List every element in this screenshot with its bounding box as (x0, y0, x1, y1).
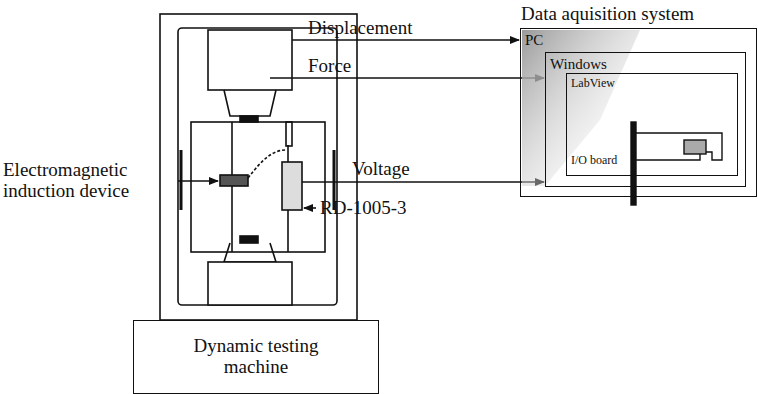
signal-label: Voltage (352, 159, 410, 180)
part-label: RD-1005-3 (320, 198, 407, 219)
signal-label: Displacement (308, 18, 412, 39)
layer-name: LabView (571, 77, 615, 90)
machine-base-box: Dynamic testing machine (133, 320, 379, 394)
machine-label: Dynamic testing machine (181, 336, 331, 378)
part-label: I/O board (571, 154, 617, 167)
layer-name: Windows (550, 56, 607, 73)
signal-label: Force (308, 56, 351, 77)
layer-name: PC (525, 32, 543, 49)
system-layer-box: Data aquisition systemPCWindowsLabView (520, 28, 757, 197)
part-label: Electromagnetic induction device (3, 160, 178, 202)
system-heading: Data aquisition system (521, 4, 694, 25)
